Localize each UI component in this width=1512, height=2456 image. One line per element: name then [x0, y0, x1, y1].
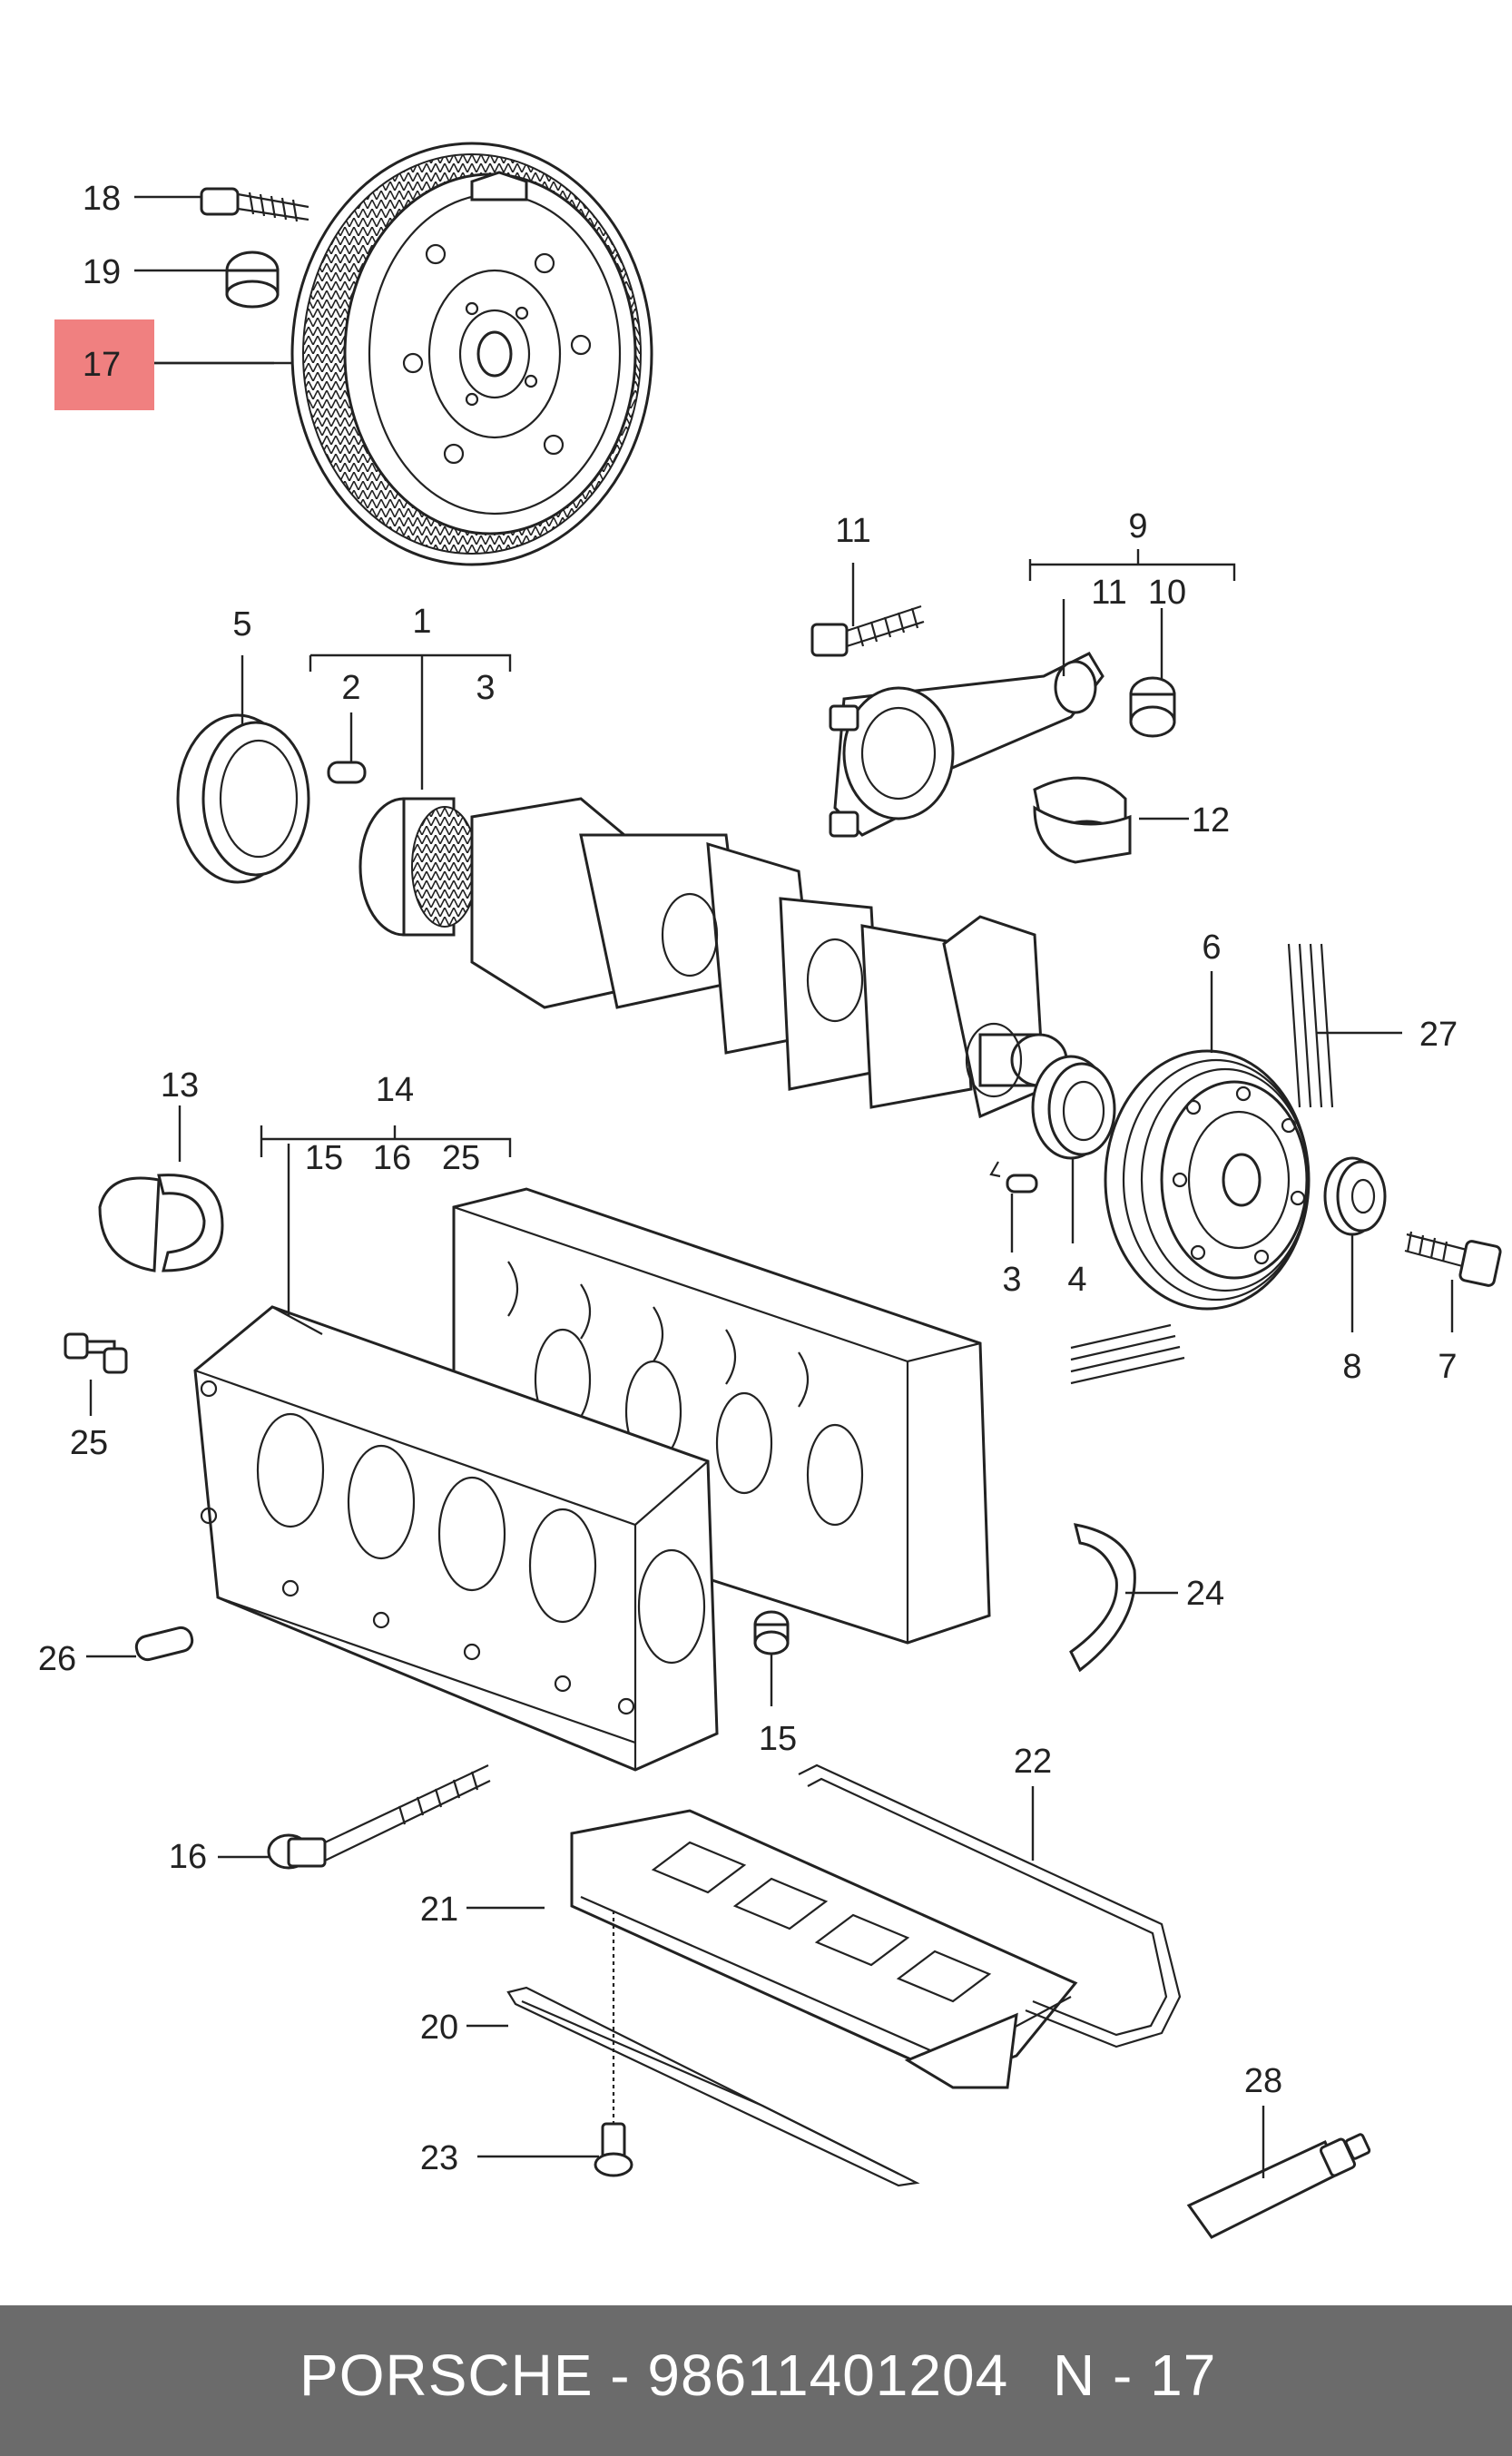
- dowel-pin: [327, 761, 367, 784]
- crankcase-dowel: [753, 1610, 790, 1655]
- callout-20: 20: [420, 2009, 458, 2047]
- pilot-bushing: [225, 251, 280, 309]
- connecting-rod: [829, 652, 1105, 838]
- callout-26: 26: [38, 1640, 76, 1678]
- drive-belt: [1070, 943, 1334, 1385]
- highlight-box: [54, 319, 154, 410]
- dowel-sleeve: [134, 1626, 194, 1662]
- rod-bearing-shells: [1033, 776, 1132, 864]
- callout-11-top: 11: [835, 512, 870, 550]
- callout-4: 4: [1067, 1261, 1086, 1299]
- callout-labels: 18 19 17 11 9 11 10 12 5 1 2 3 6 27 13 1…: [38, 180, 1458, 2177]
- crankshaft: [358, 797, 1068, 1119]
- crankshaft-pulley: [1104, 1049, 1311, 1311]
- callout-5: 5: [232, 605, 251, 643]
- crankcase-through-bolt: [267, 1764, 491, 1870]
- callout-15-bracket: 15: [305, 1139, 343, 1177]
- callout-22: 22: [1014, 1743, 1052, 1781]
- dowel-pin-lower: [989, 1161, 1038, 1194]
- callout-28: 28: [1244, 2062, 1282, 2100]
- diagram-reference: N - 17: [1053, 2343, 1217, 2408]
- callout-25: 25: [70, 1424, 108, 1462]
- exploded-parts-diagram: 18 19 17 11 9 11 10 12 5 1 2 3 6 27 13 1…: [38, 142, 1502, 2239]
- front-oil-seal: [1031, 1055, 1116, 1160]
- callout-2: 2: [341, 669, 360, 707]
- leader-lines: [86, 195, 1454, 2178]
- callout-19: 19: [83, 253, 121, 291]
- tray-screw: [594, 1911, 633, 2177]
- flywheel: [290, 142, 653, 566]
- callout-1: 1: [412, 603, 431, 641]
- rear-oil-seal: [176, 713, 310, 884]
- callout-11-bracket: 11: [1091, 574, 1126, 612]
- main-bearing-shells: [98, 1174, 224, 1272]
- brand-part-number: PORSCHE - 98611401204: [299, 2343, 1009, 2408]
- callout-23: 23: [420, 2139, 458, 2177]
- callout-8: 8: [1342, 1348, 1361, 1386]
- callout-27: 27: [1419, 1016, 1458, 1054]
- baffle-gasket: [506, 1986, 920, 2187]
- callout-15: 15: [759, 1720, 797, 1758]
- callout-12: 12: [1192, 801, 1230, 840]
- callout-10: 10: [1148, 574, 1186, 612]
- footer-bar: PORSCHE - 98611401204 N - 17: [0, 2305, 1512, 2456]
- pulley-washer: [1323, 1156, 1387, 1236]
- rod-bushing: [1129, 676, 1176, 738]
- callout-25-bracket: 25: [442, 1139, 480, 1177]
- callout-21: 21: [420, 1891, 458, 1929]
- callout-16: 16: [169, 1838, 207, 1876]
- sealant-tube: [1186, 2133, 1371, 2239]
- crankcase-lower: [193, 1305, 719, 1772]
- callout-16-bracket: 16: [373, 1139, 411, 1177]
- rod-bolt: [810, 604, 925, 657]
- callout-18: 18: [83, 180, 121, 218]
- callout-13: 13: [161, 1066, 199, 1105]
- oil-pan-gasket: [798, 1763, 1182, 2048]
- callout-7: 7: [1438, 1348, 1457, 1386]
- callout-3-bottom: 3: [1002, 1261, 1021, 1299]
- callout-9: 9: [1128, 507, 1147, 545]
- callout-17: 17: [83, 346, 121, 384]
- crankcase-stud: [64, 1332, 128, 1374]
- thrust-washer: [1069, 1523, 1136, 1673]
- callout-6: 6: [1202, 928, 1221, 967]
- callout-3-top: 3: [476, 669, 495, 707]
- callout-24: 24: [1186, 1575, 1224, 1613]
- windage-tray: [570, 1809, 1078, 2089]
- pulley-bolt: [1404, 1231, 1502, 1287]
- callout-14: 14: [376, 1071, 414, 1109]
- flywheel-bolt: [200, 187, 309, 222]
